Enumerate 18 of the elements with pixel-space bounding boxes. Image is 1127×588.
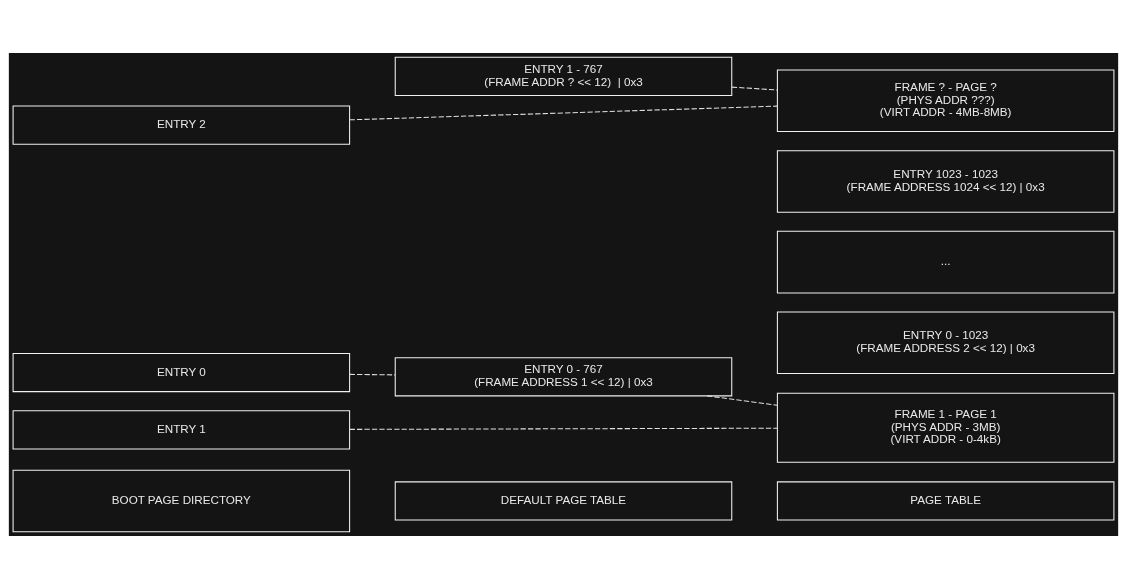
node-box: ENTRY 1 bbox=[12, 409, 351, 449]
node-box: FRAME ? - PAGE ? (PHYS ADDR ???) (VIRT ADDR - 4MB-8MB) bbox=[776, 68, 1115, 132]
node-box: ENTRY 0 - 767 (FRAME ADDRESS 1 << 12) | 0x3 bbox=[394, 356, 733, 396]
node-box: BOOT PAGE DIRECTORY bbox=[12, 469, 351, 532]
connector bbox=[349, 373, 396, 375]
node-box: PAGE TABLE bbox=[776, 480, 1115, 521]
connector bbox=[349, 105, 778, 120]
connector bbox=[706, 394, 778, 406]
node-box: FRAME 1 - PAGE 1 (PHYS ADDR - 3MB) (VIRT ADDR - 0-4kB) bbox=[776, 392, 1115, 463]
node-box: ENTRY 1023 - 1023 (FRAME ADDRESS 1024 << 12) | 0x3 bbox=[776, 149, 1115, 213]
node-box: ... bbox=[776, 230, 1115, 293]
node-box: ENTRY 1 - 767 (FRAME ADDR ? << 12) | 0x3 bbox=[394, 56, 733, 96]
node-box: ENTRY 2 bbox=[12, 105, 351, 145]
node-box: ENTRY 0 - 1023 (FRAME ADDRESS 2 << 12) | 0x3 bbox=[776, 311, 1115, 374]
node-box: DEFAULT PAGE TABLE bbox=[394, 480, 733, 521]
connector bbox=[731, 86, 778, 91]
connector bbox=[349, 427, 778, 430]
node-box: ENTRY 0 bbox=[12, 352, 351, 392]
